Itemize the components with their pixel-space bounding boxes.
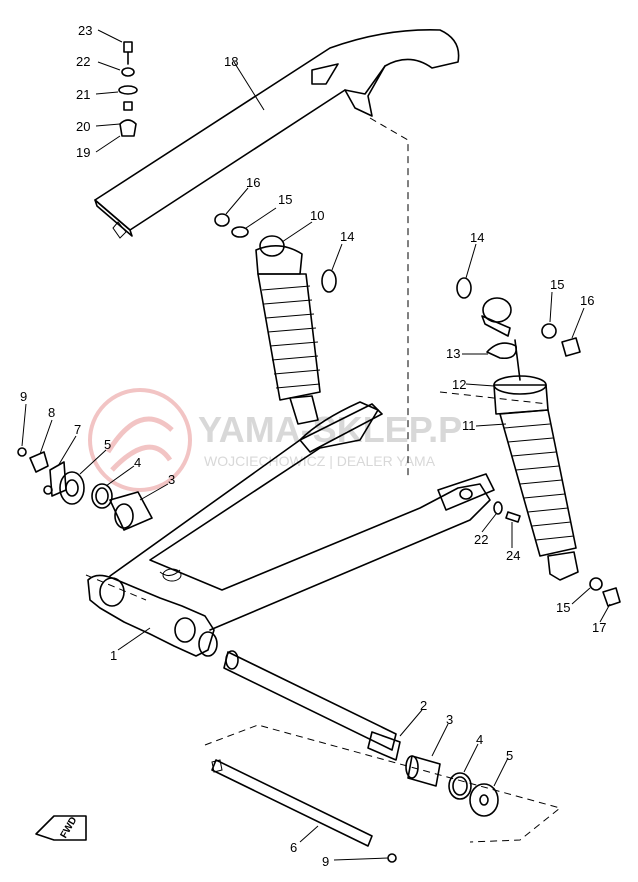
thrust-cover-5-lower	[469, 783, 499, 817]
spacer-20	[123, 101, 133, 111]
callout-5-left: 5	[104, 437, 111, 452]
callout-15-right: 15	[550, 277, 564, 292]
guide-line-left-bushing	[85, 574, 147, 601]
callout-17: 17	[592, 620, 606, 635]
watermark-sub-text: WOJCIECHOWICZ | DEALER YAMA	[204, 453, 436, 469]
bolt-23	[123, 41, 133, 53]
left-bushing-stack	[17, 447, 153, 531]
callout-10: 10	[310, 208, 324, 223]
callout-labels: 23 22 21 20 19 18 16 15 10 14 14 15 16 1…	[20, 23, 606, 869]
grease-nipple-9-upper	[17, 447, 27, 457]
oring-4-lower	[448, 772, 472, 800]
collar-2	[223, 651, 397, 751]
callout-5-lower: 5	[506, 748, 513, 763]
callout-14-left: 14	[340, 229, 354, 244]
callout-13: 13	[446, 346, 460, 361]
callout-3-lower: 3	[446, 712, 453, 727]
washer-14-right	[456, 277, 472, 299]
callout-7: 7	[74, 422, 81, 437]
callout-9-lower: 9	[322, 854, 329, 869]
callout-18: 18	[224, 54, 238, 69]
thrust-cover-5-left	[59, 471, 85, 505]
nut-17	[602, 587, 621, 607]
bolt-24	[505, 511, 521, 523]
callout-19: 19	[76, 145, 90, 160]
bushing-3-left	[109, 491, 153, 531]
callout-22-right: 22	[474, 532, 488, 547]
fwd-label: FWD	[59, 815, 80, 840]
bushing-3-lower	[407, 755, 441, 787]
watermark: YAMA-SKLEP.P WOJCIECHOWICZ | DEALER YAMA	[88, 388, 462, 492]
callout-6: 6	[290, 840, 297, 855]
guide-line-pivot-shaft	[204, 724, 562, 843]
callout-20: 20	[76, 119, 90, 134]
nut-16-right	[561, 337, 581, 357]
callout-2: 2	[420, 698, 427, 713]
right-shock-absorber	[456, 277, 621, 607]
callout-9-upper: 9	[20, 389, 27, 404]
callout-8: 8	[48, 405, 55, 420]
callout-11: 11	[462, 418, 476, 433]
callout-15-lower: 15	[556, 600, 570, 615]
callout-23: 23	[78, 23, 92, 38]
grease-nipple-9-lower	[387, 853, 397, 863]
callout-3-left: 3	[168, 472, 175, 487]
callout-4-left: 4	[134, 455, 141, 470]
grommet-19	[119, 119, 137, 137]
oring-4-left	[91, 483, 113, 509]
chain-case	[94, 29, 460, 239]
nut-8	[29, 451, 49, 473]
swing-arm	[87, 401, 495, 657]
fwd-arrow: FWD	[35, 815, 87, 841]
callout-1: 1	[110, 648, 117, 663]
washer-15-right	[541, 323, 557, 339]
callout-4-lower: 4	[476, 732, 483, 747]
pivot-shaft-assembly	[211, 650, 499, 863]
callout-16-left: 16	[246, 175, 260, 190]
cover-13	[486, 342, 517, 360]
leader-lines	[21, 29, 611, 861]
callout-12: 12	[452, 377, 466, 392]
callout-14-right: 14	[470, 230, 484, 245]
watermark-logo-mark	[105, 416, 174, 472]
callout-21: 21	[76, 87, 90, 102]
nut-22	[121, 67, 135, 77]
washer-22-right	[493, 501, 503, 515]
pivot-shaft-6	[211, 759, 373, 847]
washer-14-left	[321, 269, 337, 293]
assembly-guide-lines	[85, 117, 562, 843]
guide-line-chaincase	[369, 117, 409, 480]
nut-16-left	[214, 213, 230, 227]
callout-24: 24	[506, 548, 520, 563]
washer-15-lower	[589, 577, 603, 591]
washer-21	[118, 85, 138, 95]
callout-22: 22	[76, 54, 90, 69]
washer-15-left	[231, 226, 249, 238]
callout-16-right: 16	[580, 293, 594, 308]
watermark-logo	[88, 388, 192, 492]
guide-line-shock-upper	[439, 391, 549, 405]
bolt-stack	[118, 41, 138, 137]
watermark-main-text: YAMA-SKLEP.P	[198, 409, 462, 450]
left-shock-absorber	[214, 213, 337, 425]
callout-15-left: 15	[278, 192, 292, 207]
